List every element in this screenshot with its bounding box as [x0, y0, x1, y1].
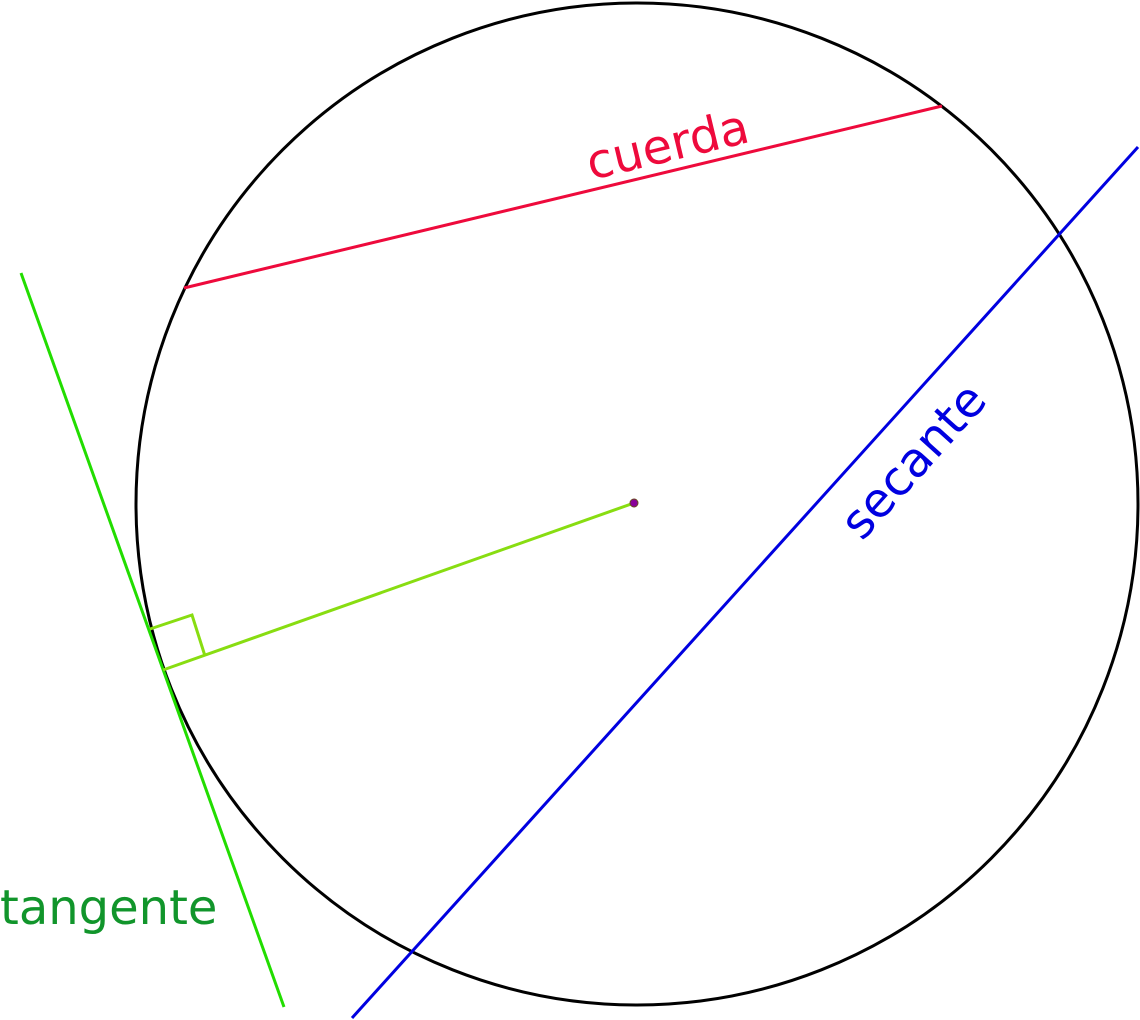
right-angle-marker	[149, 613, 207, 657]
tangent-line	[19, 272, 286, 1008]
radius-line	[162, 501, 635, 672]
center-point	[629, 498, 639, 508]
tangent-label: tangente	[0, 880, 217, 936]
circle	[134, 1, 1140, 1007]
chord-label: cuerda	[581, 99, 755, 192]
secant-line	[350, 145, 1140, 1020]
chord-line	[183, 104, 943, 290]
